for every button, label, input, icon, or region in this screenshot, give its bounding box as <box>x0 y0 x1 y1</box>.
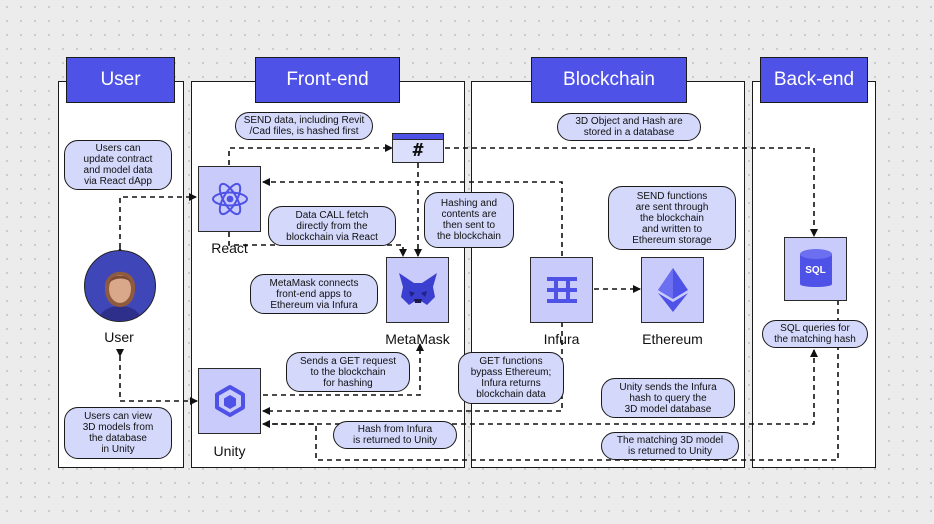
note-sends-get: Sends a GET request to the blockchain fo… <box>286 352 410 392</box>
note-get-functions: GET functions bypass Ethereum; Infura re… <box>458 352 564 404</box>
infura-icon <box>546 277 577 303</box>
metamask-fox-icon <box>398 273 437 305</box>
user-avatar <box>84 250 156 322</box>
lane-header-blockchain: Blockchain <box>531 57 687 103</box>
note-send-data: SEND data, including Revit /Cad files, i… <box>235 112 373 140</box>
react-icon <box>211 182 248 216</box>
ethereum-label: Ethereum <box>642 331 703 347</box>
arrow-hash-to-sql <box>445 147 818 237</box>
note-data-call: Data CALL fetch directly from the blockc… <box>268 206 396 246</box>
database-icon <box>799 249 832 287</box>
note-metamask-connects: MetaMask connects front-end apps to Ethe… <box>250 274 378 314</box>
lane-header-backend: Back-end <box>760 57 868 103</box>
hash-box: # <box>392 133 444 163</box>
unity-node[interactable] <box>198 368 261 434</box>
ethereum-icon <box>657 268 688 312</box>
arrow-infura-to-unity <box>262 322 563 415</box>
arrow-infura-to-react <box>262 178 563 256</box>
note-users-update: Users can update contract and model data… <box>64 140 172 190</box>
note-hash-returned: Hash from Infura is returned to Unity <box>333 421 457 449</box>
note-sql-queries: SQL queries for the matching hash <box>762 320 868 348</box>
unity-label: Unity <box>213 443 246 459</box>
note-matching-model: The matching 3D model is returned to Uni… <box>601 432 739 460</box>
arrow-user-unity <box>116 349 198 405</box>
react-label: React <box>211 240 248 256</box>
infura-node[interactable] <box>530 257 593 323</box>
person-icon <box>99 271 141 321</box>
metamask-label: MetaMask <box>385 331 450 347</box>
lane-header-user: User <box>66 57 175 103</box>
react-node[interactable] <box>198 166 261 232</box>
note-stored-db: 3D Object and Hash are stored in a datab… <box>557 113 701 141</box>
note-users-view: Users can view 3D models from the databa… <box>64 407 172 459</box>
hash-symbol: # <box>412 140 424 161</box>
note-hashing-contents: Hashing and contents are then sent to th… <box>424 192 514 248</box>
ethereum-node[interactable] <box>641 257 704 323</box>
lane-header-frontend: Front-end <box>255 57 400 103</box>
unity-icon <box>214 385 245 417</box>
arrow-user-react <box>116 193 197 255</box>
note-send-functions: SEND functions are sent through the bloc… <box>608 186 736 250</box>
user-label: User <box>104 329 134 345</box>
note-unity-sends: Unity sends the Infura hash to query the… <box>601 378 735 418</box>
metamask-node[interactable] <box>386 257 449 323</box>
sql-text: SQL <box>805 265 826 276</box>
arrow-unity-to-metamask <box>263 343 424 396</box>
infura-label: Infura <box>543 331 580 347</box>
arrow-react-to-hash <box>228 144 393 165</box>
sql-database-node[interactable]: SQL <box>784 237 847 301</box>
